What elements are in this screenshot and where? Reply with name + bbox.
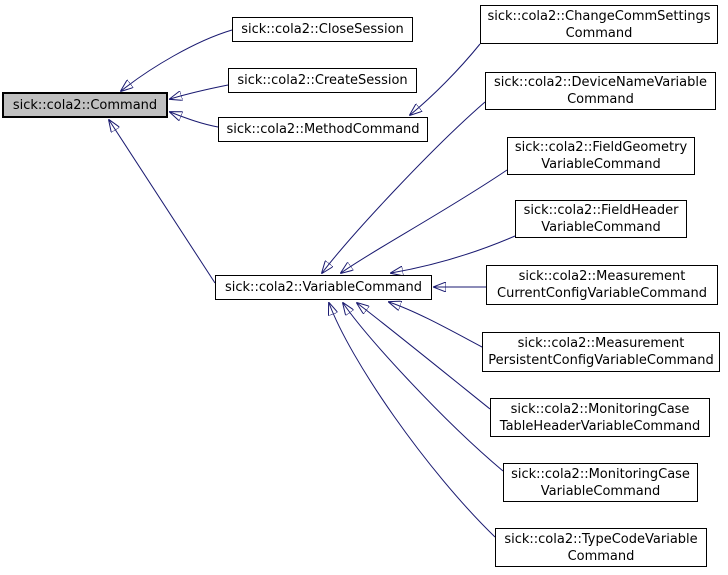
class-node-monitoring-case-table-header-variable-command[interactable]: sick::cola2::MonitoringCase TableHeaderV… [490,398,710,437]
inheritance-arrow-fieldgeometry-to-variablecommand [341,169,508,273]
inheritance-arrow-devicename-to-variablecommand [322,101,486,273]
inheritance-arrow-monitoringcasetableheader-to-variablecommand [357,303,491,410]
class-node-measurement-persistent-config-variable-command[interactable]: sick::cola2::Measurement PersistentConfi… [482,332,720,372]
inheritance-arrow-fieldheader-to-variablecommand [391,235,516,273]
class-node-change-comm-settings-command[interactable]: sick::cola2::ChangeCommSettings Command [480,5,718,44]
inheritance-arrow-changecommsettings-to-methodcommand [410,43,481,115]
inheritance-arrow-typecode-to-variablecommand [329,303,496,538]
class-node-method-command[interactable]: sick::cola2::MethodCommand [218,117,428,142]
class-node-command: sick::cola2::Command [2,92,168,118]
inheritance-arrow-closesession-to-command [121,29,233,91]
inheritance-arrow-monitoringcasevariable-to-variablecommand [343,303,504,472]
class-node-field-geometry-variable-command[interactable]: sick::cola2::FieldGeometry VariableComma… [507,137,695,175]
inheritance-arrow-measurementpersistent-to-variablecommand [389,302,483,348]
class-node-device-name-variable-command[interactable]: sick::cola2::DeviceNameVariable Command [485,72,716,110]
inheritance-arrow-variablecommand-to-command [109,120,216,284]
class-node-create-session[interactable]: sick::cola2::CreateSession [228,68,417,93]
class-node-monitoring-case-variable-command[interactable]: sick::cola2::MonitoringCase VariableComm… [503,463,698,502]
inheritance-arrow-createsession-to-command [170,84,229,99]
class-node-type-code-variable-command[interactable]: sick::cola2::TypeCodeVariable Command [495,528,707,567]
class-node-variable-command[interactable]: sick::cola2::VariableCommand [215,275,432,300]
inheritance-arrow-methodcommand-to-command [170,112,219,128]
class-node-measurement-current-config-variable-command[interactable]: sick::cola2::Measurement CurrentConfigVa… [486,265,718,305]
class-node-close-session[interactable]: sick::cola2::CloseSession [232,17,413,42]
class-node-field-header-variable-command[interactable]: sick::cola2::FieldHeader VariableCommand [515,200,687,238]
